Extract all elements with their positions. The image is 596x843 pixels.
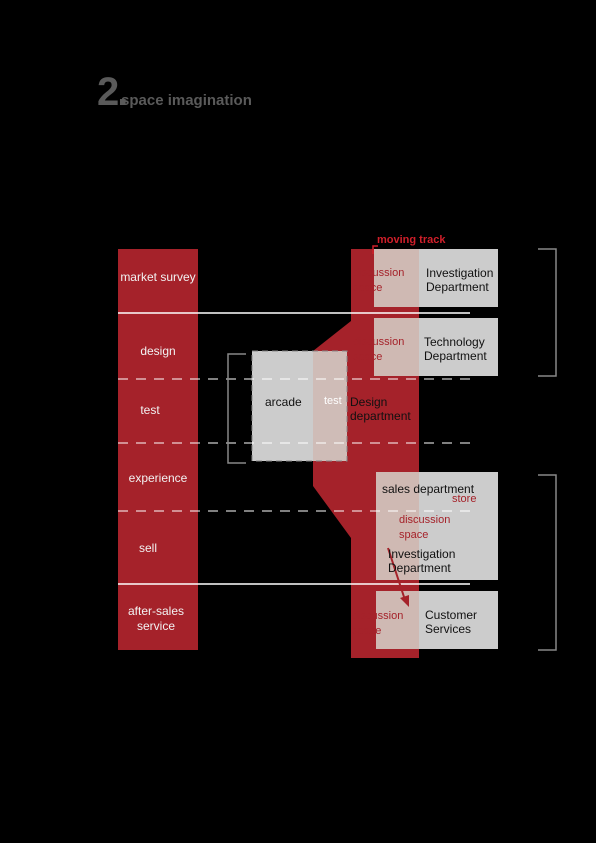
discussion-space-label-4: discussion space (352, 610, 404, 637)
stage-test: test (140, 403, 160, 417)
dept-investigation-1: Investigation Department (426, 266, 494, 294)
flow-arrow-head (400, 595, 409, 607)
design-department-label: Design department (350, 395, 411, 423)
discussion-space-label-2: discussion space (353, 336, 405, 363)
flow-arrow-line (387, 547, 406, 601)
stage-sell: sell (138, 541, 157, 555)
overlap-tint-1 (374, 249, 419, 307)
arcade-dashed-outline (251, 350, 348, 462)
stage-market-survey: market survey (120, 270, 196, 284)
overlap-tint-2 (374, 318, 419, 376)
stage-experience: experience (128, 471, 188, 485)
store-label: store (452, 493, 477, 505)
bracket-upper-right (538, 248, 557, 377)
discussion-space-label-3: discussion space (399, 514, 451, 541)
stage-column (118, 249, 198, 650)
test-label: test (324, 395, 342, 407)
dept-technology: Technology Department (424, 335, 487, 363)
discussion-space-label-1: discussion space (353, 267, 405, 294)
bracket-arcade (227, 353, 246, 464)
stage-design: design (140, 344, 176, 358)
dept-sales: sales department (382, 482, 475, 496)
section-title: space imagination (121, 92, 252, 109)
overlap-tint-4 (376, 591, 419, 649)
dept-investigation-2: Investigation Department (388, 547, 456, 575)
dept-customer-services: Customer Services (425, 608, 478, 636)
section-number: 2. (97, 70, 128, 114)
stage-after-sales-service: after-sales service (127, 604, 185, 633)
moving-track-marker (372, 245, 378, 254)
moving-track-label: moving track (377, 234, 446, 246)
arcade-label: arcade (265, 395, 302, 409)
overlap-tint-3 (376, 472, 419, 580)
bracket-lower-right (538, 474, 557, 651)
